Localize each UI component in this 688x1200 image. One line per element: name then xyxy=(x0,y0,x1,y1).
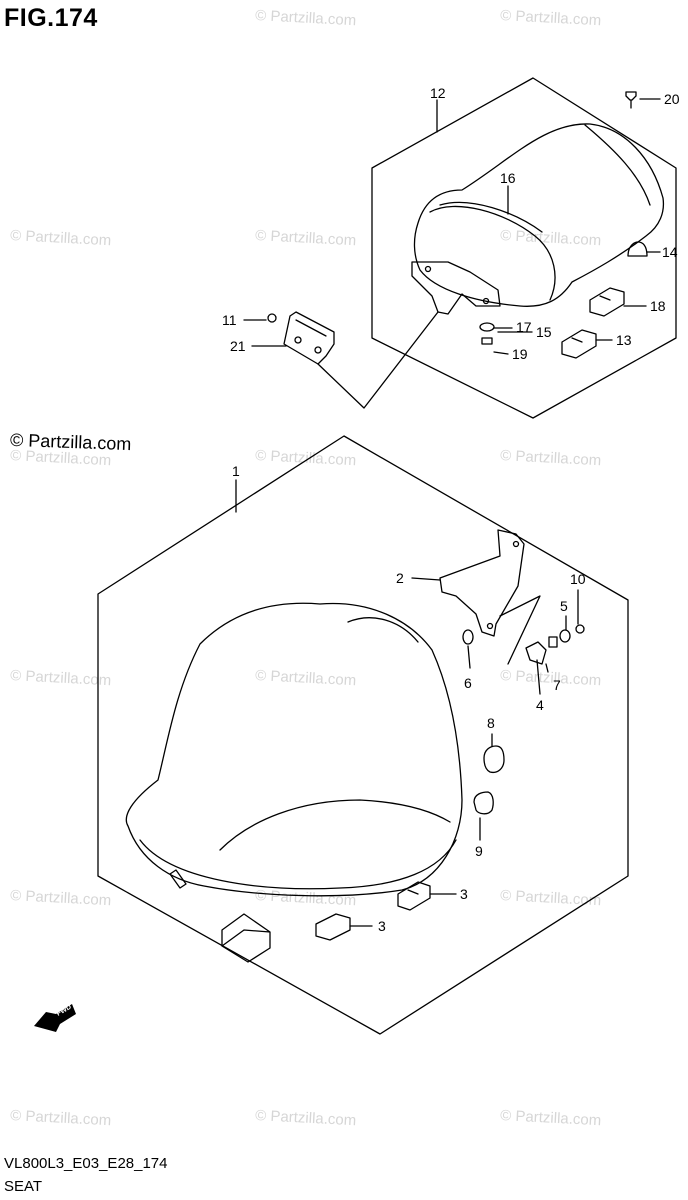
cushion-9 xyxy=(473,791,494,815)
break-line xyxy=(499,595,541,665)
pillion-seat-edge-inner xyxy=(439,201,543,233)
pillion-seat-bracket xyxy=(411,261,501,315)
main-seat-side-edge xyxy=(139,839,457,890)
clip-3-lower xyxy=(315,913,351,941)
main-seat-tongue xyxy=(169,869,187,889)
watermark-text: © Partzilla.com xyxy=(10,1107,112,1129)
callout-15: 15 xyxy=(536,324,552,340)
callout-7: 7 xyxy=(553,677,561,693)
callout-4: 4 xyxy=(536,697,544,713)
watermark-text: © Partzilla.com xyxy=(255,667,357,689)
washer-6 xyxy=(462,629,474,645)
callout-9: 9 xyxy=(475,843,483,859)
callout-layer: 12 16 20 14 18 13 15 17 19 11 21 1 2 10 … xyxy=(222,85,680,934)
watermark-text: © Partzilla.com xyxy=(255,1107,357,1129)
cushion-8 xyxy=(483,745,505,774)
figure-title: FIG.174 xyxy=(4,4,98,32)
callout-18: 18 xyxy=(650,298,666,314)
callout-11: 11 xyxy=(222,312,237,328)
callout-3-lower: 3 xyxy=(378,918,386,934)
bolt-4 xyxy=(525,641,547,665)
spacer-7 xyxy=(548,636,558,648)
watermark-text: © Partzilla.com xyxy=(500,667,602,689)
watermark-text: © Partzilla.com xyxy=(500,447,602,469)
watermark-text: © Partzilla.com xyxy=(10,667,112,689)
callout-10: 10 xyxy=(570,571,586,587)
callout-14: 14 xyxy=(662,244,678,260)
screw-20 xyxy=(625,91,637,109)
watermark-text: © Partzilla.com xyxy=(255,887,357,909)
bolt-11 xyxy=(267,313,277,323)
callout-16: 16 xyxy=(500,170,516,186)
connection-line xyxy=(317,311,439,409)
group-outline-pillion-seat xyxy=(371,77,677,419)
callout-6: 6 xyxy=(464,675,472,691)
washer-5 xyxy=(559,629,571,643)
callout-21: 21 xyxy=(230,338,246,354)
nut-19 xyxy=(481,337,493,345)
watermark-text: © Partzilla.com xyxy=(255,7,357,29)
group-outline-main-seat xyxy=(97,435,629,1035)
clip-3-upper xyxy=(397,881,431,911)
watermark-text: © Partzilla.com xyxy=(500,1107,602,1129)
callout-13: 13 xyxy=(616,332,632,348)
watermark-text: © Partzilla.com xyxy=(255,447,357,469)
callout-17: 17 xyxy=(516,319,532,335)
clip-13 xyxy=(561,329,597,359)
watermark-layer: © Partzilla.com© Partzilla.com© Partzill… xyxy=(10,7,602,1129)
bracket-21 xyxy=(283,311,335,365)
main-seat-bracket xyxy=(439,529,525,637)
pillion-seat-edge xyxy=(429,205,556,301)
copyright-notice: © Partzilla.com xyxy=(9,429,132,455)
watermark-text: © Partzilla.com xyxy=(10,227,112,249)
callout-12: 12 xyxy=(430,85,446,101)
callout-3-upper: 3 xyxy=(460,886,468,902)
watermark-text: © Partzilla.com xyxy=(500,887,602,909)
watermark-text: © Partzilla.com xyxy=(255,227,357,249)
tool-pouch xyxy=(221,913,271,963)
main-seat-cushion xyxy=(125,602,463,897)
callout-1: 1 xyxy=(232,463,240,479)
clip-18 xyxy=(589,287,625,317)
pillion-seat-seam xyxy=(584,124,651,206)
figure-code: VL800L3_E03_E28_174 xyxy=(4,1155,168,1172)
callout-8: 8 xyxy=(487,715,495,731)
nut-10 xyxy=(575,624,585,634)
watermark-text: © Partzilla.com xyxy=(10,447,112,469)
rubber-cap-14 xyxy=(627,241,648,257)
main-seat-seam-2 xyxy=(219,799,451,851)
callout-20: 20 xyxy=(664,91,680,107)
watermark-text: © Partzilla.com xyxy=(10,887,112,909)
figure-name: SEAT xyxy=(4,1178,43,1195)
callout-5: 5 xyxy=(560,598,568,614)
callout-2: 2 xyxy=(396,570,404,586)
callout-19: 19 xyxy=(512,346,528,362)
pillion-seat-cushion xyxy=(413,123,665,307)
main-seat-seam xyxy=(347,617,419,643)
fwd-arrow-icon xyxy=(34,1004,76,1032)
watermark-text: © Partzilla.com xyxy=(500,7,602,29)
washer-17 xyxy=(479,322,495,332)
watermark-text: © Partzilla.com xyxy=(500,227,602,249)
